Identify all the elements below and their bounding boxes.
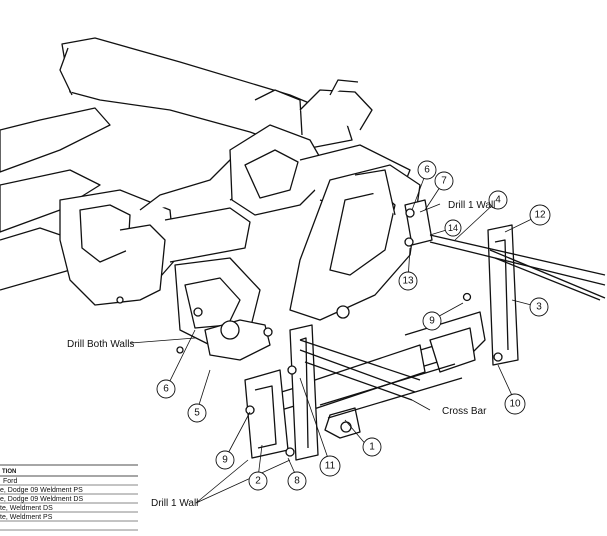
drill-1-wall-top-label: Drill 1 Wall <box>448 200 495 211</box>
callout-2-number: 2 <box>255 476 261 487</box>
callout-9a-number: 9 <box>222 455 228 466</box>
parts-table-row: te, Weldment PS <box>0 514 53 521</box>
callout-4: 4 <box>488 190 508 210</box>
callout-14: 14 <box>444 219 462 237</box>
parts-table-row: e, Dodge 09 Weldment DS <box>0 496 83 503</box>
drill-both-walls-label: Drill Both Walls <box>67 339 134 350</box>
callout-6b: 6 <box>417 160 437 180</box>
callout-10: 10 <box>504 393 526 415</box>
callout-9b-number: 9 <box>429 316 435 327</box>
vehicle-frame-drawing <box>0 37 606 461</box>
parts-table-row: te, Weldment DS <box>0 505 53 512</box>
callout-4-number: 4 <box>495 195 501 206</box>
callout-6a-number: 6 <box>163 384 169 395</box>
callout-7: 7 <box>434 171 454 191</box>
callout-10-number: 10 <box>509 399 521 410</box>
callout-14-number: 14 <box>448 223 458 233</box>
callout-13-number: 13 <box>402 276 414 287</box>
callout-1: 1 <box>362 437 382 457</box>
callout-13: 13 <box>398 271 418 291</box>
parts-table-row: Ford <box>3 478 18 485</box>
callout-5: 5 <box>187 403 207 423</box>
callout-6b-number: 6 <box>424 165 430 176</box>
callout-5-number: 5 <box>194 408 200 419</box>
callout-9b: 9 <box>422 311 442 331</box>
callout-6a: 6 <box>156 379 176 399</box>
cross-bar-label: Cross Bar <box>442 406 487 417</box>
callout-11: 11 <box>319 455 341 477</box>
parts-table-header: TION <box>2 469 16 475</box>
callout-1-number: 1 <box>369 442 375 453</box>
callout-3-number: 3 <box>536 302 542 313</box>
callout-9a: 9 <box>215 450 235 470</box>
callout-11-number: 11 <box>325 461 336 472</box>
callout-2: 2 <box>248 471 268 491</box>
callout-8: 8 <box>287 471 307 491</box>
callout-12: 12 <box>529 204 551 226</box>
drill-1-wall-bottom-label: Drill 1 Wall <box>151 498 198 509</box>
callout-8-number: 8 <box>294 476 300 487</box>
parts-table-row: e, Dodge 09 Weldment PS <box>0 487 83 494</box>
callout-12-number: 12 <box>534 210 546 221</box>
parts-table: TION Ford e, Dodge 09 Weldment PS e, Dod… <box>0 464 138 531</box>
callout-3: 3 <box>529 297 549 317</box>
callout-7-number: 7 <box>441 176 447 187</box>
